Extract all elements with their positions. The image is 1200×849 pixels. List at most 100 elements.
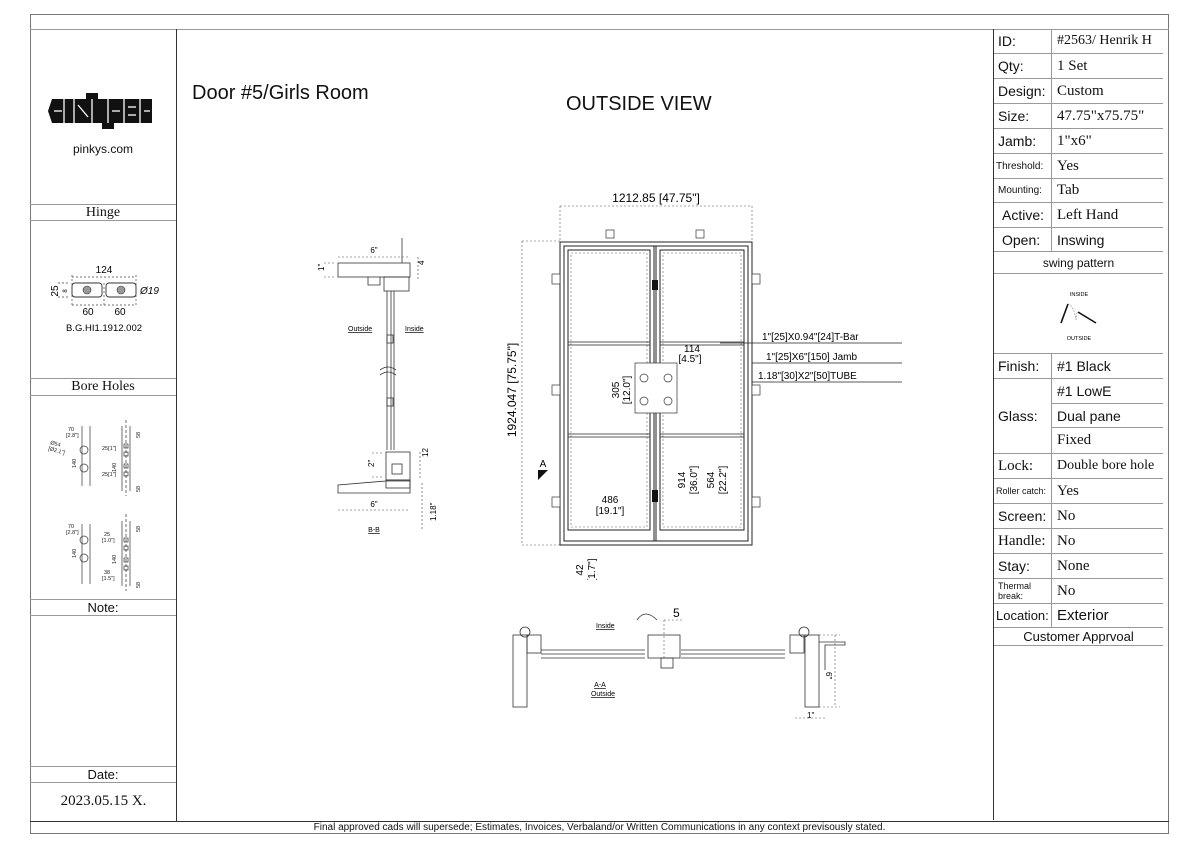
left-panel: pinkys.com Hinge 124 25 8 60 60 Ø19 (30, 29, 177, 821)
note-heading: Note: (30, 599, 176, 616)
svg-text:60: 60 (82, 307, 94, 318)
svg-text:[1.5"]: [1.5"] (102, 576, 115, 582)
svg-text:58: 58 (136, 486, 142, 492)
drawing-frame (30, 14, 1169, 834)
svg-text:A-A: A-A (594, 682, 606, 689)
section-aa-drawing: 5 Inside A-A Outside 6" 1" (512, 606, 846, 720)
top-border (30, 29, 1169, 30)
bore-holes-heading: Bore Holes (30, 378, 176, 396)
date-value: 2023.05.15 X. (60, 793, 147, 809)
svg-text:140: 140 (72, 549, 78, 558)
swing-pattern-block: INSIDE OUTSIDE (994, 274, 1163, 354)
svg-text:8: 8 (63, 289, 69, 293)
spec-row-open: Open: Inswing (994, 228, 1163, 252)
svg-text:[1.0"]: [1.0"] (102, 538, 115, 544)
svg-text:Inside: Inside (596, 623, 615, 630)
bore-holes-diagram-icon: 70 [2.8"] Ø54 [Ø2.1"] 140 25[1"] 140 25[… (47, 420, 142, 591)
pinkys-logo-icon (48, 93, 152, 129)
svg-text:58: 58 (136, 526, 142, 532)
hinge-heading: Hinge (30, 204, 176, 221)
spec-row-design: Design: Custom (994, 79, 1163, 104)
svg-text:1924.047 [75.75"]: 1924.047 [75.75"] (505, 343, 519, 437)
door-elevation-drawing: 1212.85 [47.75"] 1924.047 [75.75"] 305 [… (505, 191, 902, 580)
svg-text:[2.8"]: [2.8"] (66, 433, 79, 439)
svg-text:OUTSIDE: OUTSIDE (1067, 336, 1092, 342)
svg-text:1": 1" (807, 711, 814, 720)
logo-block: pinkys.com (30, 29, 177, 204)
note-field[interactable] (30, 616, 177, 766)
spec-row-active: Active: Left Hand (994, 203, 1163, 228)
spec-row-handle: Handle: No (994, 529, 1163, 554)
svg-text:914: 914 (677, 471, 688, 488)
svg-text:6": 6" (370, 246, 377, 255)
svg-text:6": 6" (824, 672, 833, 679)
spec-row-lock: Lock: Double bore hole (994, 454, 1163, 479)
svg-text:1": 1" (317, 264, 326, 271)
bore-holes-block: 70 [2.8"] Ø54 [Ø2.1"] 140 25[1"] 140 25[… (30, 396, 177, 599)
view-title: OUTSIDE VIEW (566, 93, 712, 115)
spec-table: ID: #2563/ Henrik H Qty: 1 Set Design: C… (993, 29, 1163, 820)
svg-text:A: A (540, 459, 547, 470)
spec-row-mounting: Mounting: Tab (994, 179, 1163, 203)
svg-text:140: 140 (112, 463, 118, 472)
customer-approval-signature-field[interactable] (994, 646, 1163, 820)
svg-text:305: 305 (611, 381, 622, 398)
svg-text:[12.0"]: [12.0"] (622, 375, 633, 404)
svg-text:486: 486 (602, 495, 619, 506)
spec-row-size: Size: 47.75"x75.75" (994, 104, 1163, 129)
customer-approval-heading: Customer Apprvoal (994, 628, 1163, 646)
spec-row-qty: Qty: 1 Set (994, 54, 1163, 79)
svg-text:140: 140 (112, 555, 118, 564)
spec-row-thermal-break: Thermal break: No (994, 579, 1163, 604)
svg-text:[22.2"]: [22.2"] (718, 465, 729, 494)
svg-text:4: 4 (417, 260, 426, 265)
swing-pattern-heading: swing pattern (994, 252, 1163, 274)
hinge-diagram-icon: 124 25 8 60 60 Ø19 B.G.HI1.1912.002 (50, 265, 159, 334)
spec-row-glass: Glass: #1 LowE Dual pane Fixed (994, 379, 1163, 454)
svg-text:Ø54: Ø54 (49, 440, 61, 448)
svg-text:1"[25]X0.94"[24]T-Bar: 1"[25]X0.94"[24]T-Bar (762, 332, 859, 343)
svg-text:Inside: Inside (405, 326, 424, 333)
spec-row-finish: Finish: #1 Black (994, 354, 1163, 379)
svg-text:6": 6" (370, 500, 377, 509)
svg-text:58: 58 (136, 432, 142, 438)
svg-text:124: 124 (96, 265, 113, 276)
spec-row-id: ID: #2563/ Henrik H (994, 29, 1163, 54)
svg-text:25: 25 (50, 285, 61, 297)
project-title: Door #5/Girls Room (192, 82, 369, 104)
spec-row-screen: Screen: No (994, 504, 1163, 529)
glass-panes: Dual pane (1052, 404, 1163, 429)
svg-text:25: 25 (104, 532, 110, 538)
footer-disclaimer: Final approved cads will supersede; Esti… (30, 821, 1169, 835)
svg-text:25[1"]: 25[1"] (102, 446, 117, 452)
svg-text:5: 5 (673, 606, 680, 620)
svg-text:1.18"[30]X2"[50]TUBE: 1.18"[30]X2"[50]TUBE (758, 371, 857, 382)
glass-type: #1 LowE (1052, 379, 1163, 404)
section-bb-drawing: 6" 1" 4 Outside Inside 2" 12 6" 1.18" B-… (317, 238, 438, 534)
spec-row-stay: Stay: None (994, 554, 1163, 579)
svg-text:564: 564 (706, 471, 717, 488)
svg-text:B.G.HI1.1912.002: B.G.HI1.1912.002 (66, 323, 142, 334)
website-text: pinkys.com (72, 142, 134, 156)
svg-text:140: 140 (72, 459, 78, 468)
svg-text:INSIDE: INSIDE (1070, 292, 1089, 298)
svg-text:B-B: B-B (368, 527, 380, 534)
svg-text:[19.1"]: [19.1"] (596, 506, 625, 517)
svg-text:[Ø2.1"]: [Ø2.1"] (47, 446, 65, 456)
spec-row-jamb: Jamb: 1"x6" (994, 129, 1163, 154)
svg-text:70: 70 (68, 524, 74, 530)
svg-text:1.18": 1.18" (429, 502, 438, 521)
svg-text:[36.0"]: [36.0"] (689, 465, 700, 494)
date-heading: Date: (30, 766, 176, 783)
svg-text:12: 12 (421, 448, 430, 457)
svg-text:[1.7"]: [1.7"] (587, 558, 598, 580)
svg-text:2": 2" (367, 460, 376, 467)
svg-text:Ø19: Ø19 (139, 286, 159, 297)
svg-text:42: 42 (575, 564, 586, 576)
hinge-block: 124 25 8 60 60 Ø19 B.G.HI1.1912.002 (30, 221, 177, 378)
svg-text:38: 38 (104, 570, 110, 576)
svg-text:70: 70 (68, 427, 74, 433)
spec-row-location: Location: Exterior (994, 604, 1163, 628)
svg-text:[4.5"]: [4.5"] (678, 354, 701, 365)
svg-text:[2.8"]: [2.8"] (66, 530, 79, 536)
